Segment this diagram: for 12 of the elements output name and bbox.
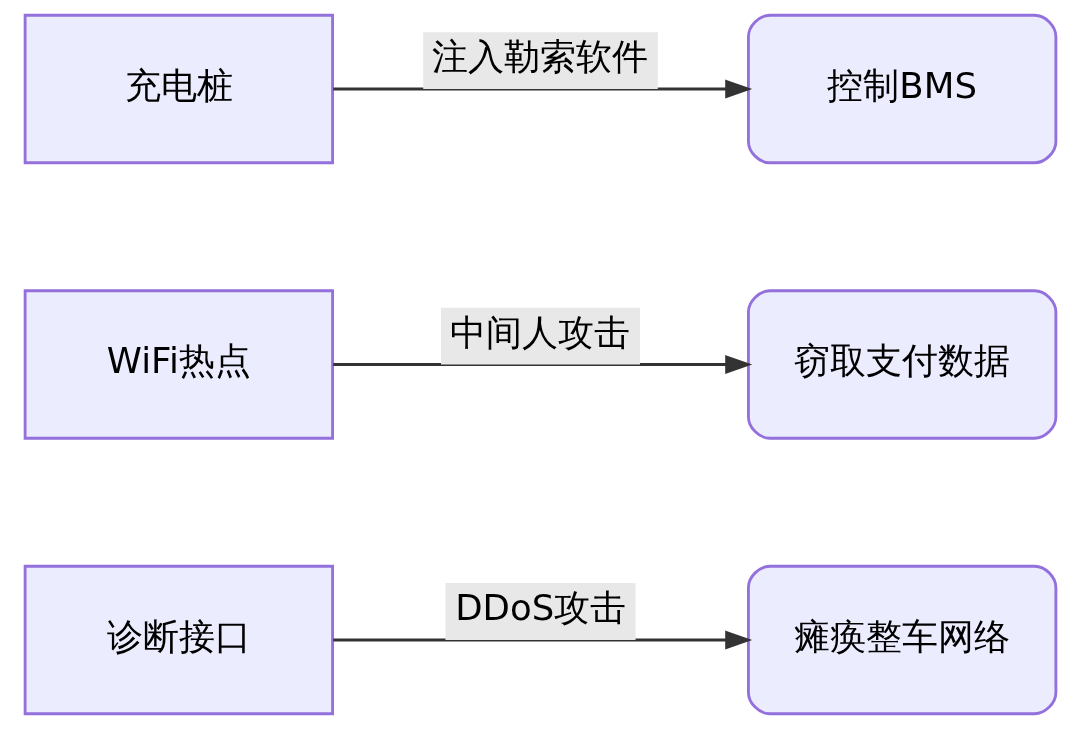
arrow <box>332 355 752 374</box>
node-box: 控制BMS <box>746 13 1057 165</box>
node-box: 瘫痪整车网络 <box>746 564 1057 716</box>
node-box: 充电桩 <box>23 13 334 165</box>
edge-label: 注入勒索软件 <box>431 36 648 78</box>
arrow <box>332 630 752 650</box>
node-box: 窃取支付数据 <box>746 289 1057 440</box>
edge-label: 中间人攻击 <box>449 311 630 353</box>
edge-label: DDoS攻击 <box>454 587 626 629</box>
arrow <box>332 79 752 99</box>
node-box: WiFi热点 <box>23 289 334 440</box>
node-box: 诊断接口 <box>23 564 334 716</box>
